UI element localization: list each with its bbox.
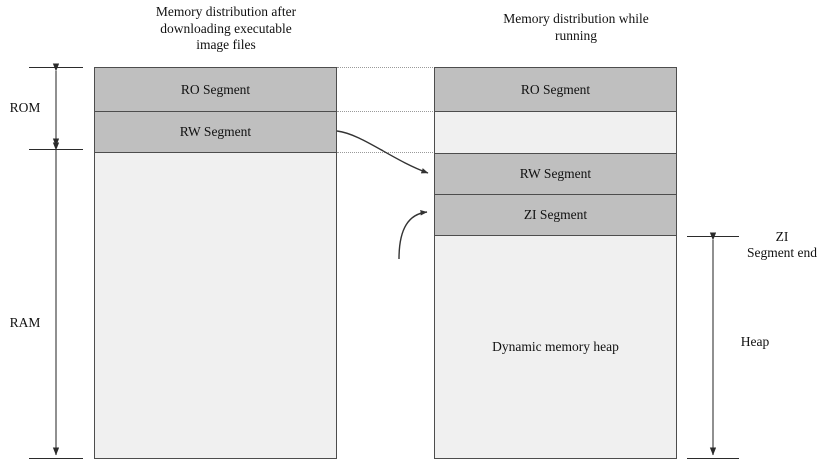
tick-rom-top (29, 67, 83, 68)
tick-heap-bottom (687, 458, 739, 459)
left-segment-ro: RO Segment (95, 67, 336, 112)
right-segment-rw: RW Segment (435, 153, 676, 195)
guide-line-ro-bottom (337, 111, 435, 112)
left-diagram-title: Memory distribution after downloading ex… (155, 4, 297, 52)
left-memory-map: RO Segment RW Segment (94, 67, 337, 459)
left-segment-rw-label: RW Segment (179, 124, 252, 139)
right-segment-rw-label: RW Segment (519, 166, 592, 181)
measure-label-zi-segment-end: ZI Segment end (746, 229, 818, 260)
measure-label-rom: ROM (9, 100, 41, 115)
right-diagram-title: Memory distribution while running (503, 11, 649, 43)
measure-label-ram: RAM (9, 315, 41, 330)
right-segment-ro-label: RO Segment (520, 81, 591, 97)
right-segment-heap-label: Dynamic memory heap (492, 339, 619, 354)
measure-label-heap: Heap (740, 334, 770, 349)
left-segment-free (95, 153, 336, 458)
right-segment-zi: ZI Segment (435, 194, 676, 236)
connector-zi-created (398, 209, 428, 260)
right-segment-zi-label: ZI Segment (523, 207, 588, 222)
tick-rom-bottom (29, 149, 83, 150)
tick-zi-segment-end (687, 236, 739, 237)
left-segment-ro-label: RO Segment (180, 81, 251, 97)
right-segment-gap (435, 112, 676, 153)
right-memory-map: RO Segment RW Segment ZI Segment Dynamic… (434, 67, 677, 459)
right-segment-ro: RO Segment (435, 67, 676, 112)
guide-line-ro-top (337, 67, 435, 68)
tick-ram-bottom (29, 458, 83, 459)
guide-line-rw-bottom (337, 152, 435, 153)
left-segment-rw: RW Segment (95, 111, 336, 153)
right-segment-heap: Dynamic memory heap (435, 236, 676, 458)
